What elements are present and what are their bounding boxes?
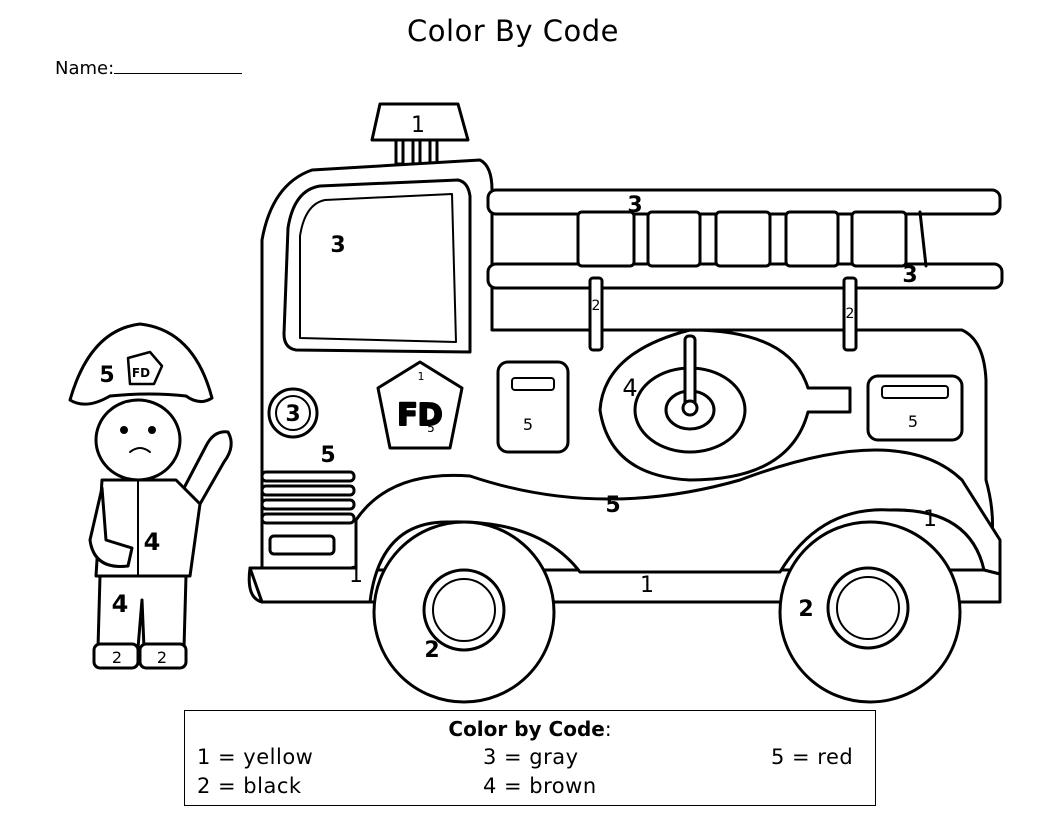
code-boot-left: 2 (112, 648, 122, 667)
code-coat: 4 (144, 528, 161, 556)
fd-badge (376, 360, 464, 450)
code-headlight: 3 (285, 402, 300, 427)
page-title: Color By Code (407, 14, 619, 48)
ladder (486, 188, 1004, 352)
name-blank-line (114, 59, 243, 74)
legend-item-brown: 4 = brown (483, 774, 597, 798)
code-window: 3 (330, 233, 345, 258)
code-hat: 5 (99, 363, 114, 388)
color-code-legend: Color by Code: 1 = yellow 2 = black 3 = … (184, 710, 876, 806)
code-rail-right: 2 (846, 306, 855, 322)
legend-item-black: 2 = black (197, 774, 302, 798)
code-hat-badge: FD (132, 366, 150, 380)
code-compartment-right: 5 (908, 412, 918, 431)
hose-reel (598, 328, 852, 482)
code-boot-right: 2 (157, 648, 167, 667)
truck-window (282, 178, 472, 354)
legend-heading: Color by Code: (448, 717, 612, 741)
compartment-left (496, 360, 570, 454)
legend-item-gray: 3 = gray (483, 745, 579, 769)
code-wheel-right: 2 (798, 597, 813, 622)
code-fender-right: 1 (923, 507, 937, 532)
wheel-left (372, 520, 556, 704)
code-pants: 4 (112, 590, 129, 618)
wheel-right (778, 520, 962, 704)
code-badge-left: 5 (398, 405, 406, 419)
code-badge-top: 1 (418, 370, 425, 383)
code-compartment-left: 5 (523, 415, 533, 434)
code-rail-left: 2 (592, 298, 601, 314)
legend-item-red: 5 = red (771, 745, 854, 769)
code-bumper: 1 (349, 563, 363, 588)
code-body: 5 (605, 493, 620, 518)
code-ladder-a: 3 (627, 193, 642, 218)
code-badge-right: 5 (427, 421, 435, 435)
code-badge-text: FD (397, 398, 442, 433)
code-light: 1 (411, 113, 425, 138)
code-hose: 4 (622, 374, 637, 402)
code-cab: 5 (320, 443, 335, 468)
code-wheel-left: 2 (424, 638, 439, 663)
firefighter-figure (68, 322, 233, 670)
name-field: Name: (55, 58, 243, 79)
grille (260, 470, 356, 556)
name-label: Name: (55, 58, 115, 79)
code-skirt: 1 (640, 573, 654, 598)
legend-item-yellow: 1 = yellow (197, 745, 314, 769)
truck-lower-body (247, 448, 1002, 604)
code-ladder-b: 3 (902, 263, 917, 288)
